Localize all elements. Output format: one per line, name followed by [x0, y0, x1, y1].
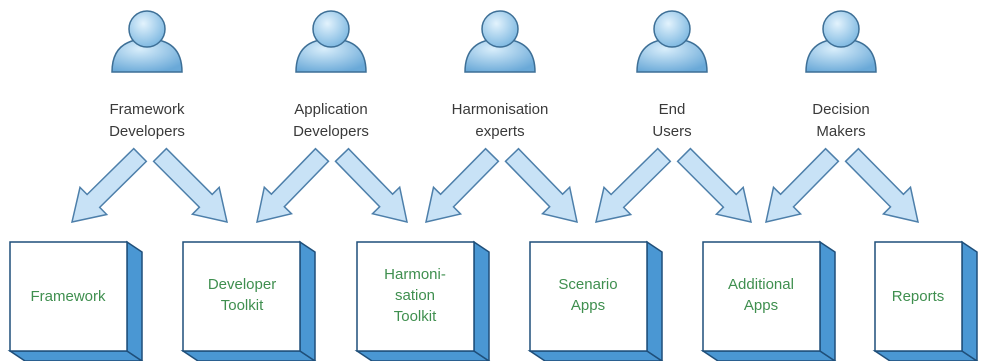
actor-label-line: experts	[475, 123, 525, 140]
person-icon-application-developers	[295, 10, 367, 73]
component-label-line: sation	[394, 287, 436, 304]
actor-label-line: Makers	[816, 123, 866, 140]
arrow-end-users-to-scenario-apps	[595, 147, 672, 223]
component-label-line: Reports	[891, 288, 945, 305]
component-label-line: Developer	[207, 276, 277, 293]
actor-label-end-users: End Users	[602, 99, 742, 143]
component-label-line: Framework	[30, 288, 106, 305]
arrow-application-developers-to-developer-toolkit	[256, 147, 330, 224]
component-label-line: Harmoni-	[384, 266, 446, 283]
component-label-line: Scenario	[558, 276, 618, 293]
component-label-harmonisation-toolkit: Harmoni- sation Toolkit	[357, 264, 473, 327]
actor-label-harmonisation-experts: Harmonisation experts	[430, 99, 570, 143]
component-label-line: Toolkit	[393, 308, 437, 325]
component-label-additional-apps: Additional Apps	[703, 274, 819, 316]
person-icon-harmonisation-experts	[464, 10, 536, 73]
component-box-reports	[872, 240, 979, 361]
person-icon-decision-makers	[805, 10, 877, 73]
component-label-line: Toolkit	[220, 297, 264, 314]
actor-label-framework-developers: Framework Developers	[77, 99, 217, 143]
person-icon-end-users	[636, 10, 708, 73]
actor-label-line: Developers	[109, 123, 185, 140]
actor-label-line: Framework	[109, 101, 185, 118]
arrow-framework-developers-to-developer-toolkit	[152, 147, 228, 223]
actor-label-line: End	[658, 101, 686, 118]
component-label-line: Additional	[728, 276, 794, 293]
component-box-additional-apps	[700, 240, 837, 361]
arrow-decision-makers-to-reports	[844, 147, 919, 223]
actor-label-line: Developers	[293, 123, 369, 140]
actor-label-line: Harmonisation	[451, 101, 549, 118]
component-label-reports: Reports	[860, 286, 976, 307]
arrow-end-users-to-additional-apps	[676, 147, 752, 223]
actor-label-decision-makers: Decision Makers	[771, 99, 911, 143]
component-box-harmonisation-toolkit	[354, 240, 491, 361]
component-label-developer-toolkit: Developer Toolkit	[184, 274, 300, 316]
actor-label-line: Decision	[812, 101, 870, 118]
component-label-framework: Framework	[10, 286, 126, 307]
component-box-scenario-apps	[527, 240, 664, 361]
arrow-framework-developers-to-framework	[71, 147, 148, 223]
component-box-framework	[7, 240, 144, 361]
arrow-decision-makers-to-additional-apps	[765, 147, 840, 223]
component-label-scenario-apps: Scenario Apps	[530, 274, 646, 316]
component-label-line: Apps	[743, 297, 779, 314]
actor-label-line: Application	[294, 101, 368, 118]
arrow-harmonisation-experts-to-harmonisation-toolkit	[425, 147, 500, 223]
actor-label-line: Users	[652, 123, 692, 140]
actor-label-application-developers: Application Developers	[261, 99, 401, 143]
person-icon-framework-developers	[111, 10, 183, 73]
component-box-developer-toolkit	[180, 240, 317, 361]
component-label-line: Apps	[570, 297, 606, 314]
arrow-application-developers-to-harmonisation-toolkit	[334, 147, 408, 224]
arrow-harmonisation-experts-to-scenario-apps	[504, 147, 578, 224]
